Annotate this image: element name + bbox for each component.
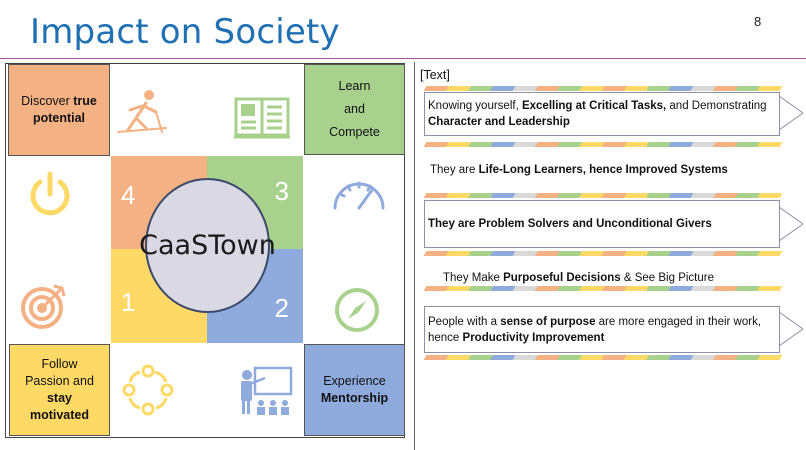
text-placeholder: [Text] [420,68,450,82]
arrow-tip-2 [779,207,803,241]
stripe-band-6 [423,355,783,360]
corner-tr-line2: and [344,102,365,116]
statement-box-1: Knowing yourself, Excelling at Critical … [424,92,780,136]
corner-bl-bold1: stay [46,391,73,405]
statement-2-bold: Life-Long Learners, hence Improved Syste… [478,164,728,176]
compass-icon [335,288,379,332]
statement-4-bold: Purposeful Decisions [503,272,621,284]
quadrant-3-number: 3 [274,176,289,206]
corner-discover-potential: Discover true potential [8,64,110,156]
center-label: CaaSTown [139,230,276,261]
statement-2-text: They are [430,164,479,176]
corner-learn-compete: Learn and Compete [304,64,405,155]
presenter-icon [241,366,293,415]
center-circle: CaaSTown [139,178,276,313]
statement-4: They Make Purposeful Decisions & See Big… [443,272,714,284]
statement-box-3: They are Problem Solvers and Uncondition… [424,200,780,248]
panel-divider [414,62,415,450]
corner-bl-bold2: motivated [29,408,90,422]
statement-1-mid: and Demonstrating [666,100,767,112]
page-number: 8 [754,14,762,29]
statement-5-bold-a: sense of purpose [500,315,596,328]
arrow-tip-1 [779,96,803,130]
corner-br-bold: Mentorship [320,391,389,405]
statement-1-text: Knowing yourself, [428,100,522,112]
corner-tr-line3: Compete [329,125,380,139]
statement-box-5: People with a sense of purpose are more … [424,306,780,353]
corner-bl-line2: Passion and [25,374,94,388]
corner-follow-passion: Follow Passion and stay motivated [9,344,110,436]
corner-bl-line1: Follow [41,357,78,371]
statement-1-bold-b: Character and Leadership [428,116,570,128]
statement-5-bold-b: Productivity Improvement [462,331,605,344]
corner-tl-bold: true potential [32,94,97,125]
statement-4-post: & See Big Picture [620,272,714,284]
corner-experience-mentorship: Experience Mentorship [304,344,405,436]
wheel-frame [5,63,405,438]
statement-4-text: They Make [443,272,504,284]
skier-icon [117,90,167,133]
title-divider [0,58,806,59]
target-icon [21,284,66,329]
power-icon [30,171,70,216]
stripe-band-1 [423,86,783,91]
stripe-band-3 [423,193,783,198]
stripe-band-4 [423,251,783,256]
stripe-band-2 [423,142,783,147]
corner-tl-text: Discover [21,94,74,108]
corner-br-line1: Experience [323,374,386,388]
corner-tr-line1: Learn [338,79,371,93]
statement-2: They are Life-Long Learners, hence Impro… [430,164,728,176]
speedometer-icon [333,181,385,210]
cycle-arrows-icon [122,364,174,416]
quadrant-2-number: 2 [274,293,289,323]
statement-3-bold: They are Problem Solvers and Uncondition… [428,218,712,230]
statement-5-mid: are more engaged in their work, hence [428,315,762,344]
arrow-tip-3 [779,312,803,346]
statement-1-bold-a: Excelling at Critical Tasks, [521,100,667,112]
slide-title: Impact on Society [30,12,340,52]
quadrant-1-number: 1 [121,287,136,317]
quadrant-4-number: 4 [121,180,136,210]
book-icon [234,97,290,139]
statement-5-text: People with a [428,315,501,328]
stripe-band-5 [423,286,783,291]
